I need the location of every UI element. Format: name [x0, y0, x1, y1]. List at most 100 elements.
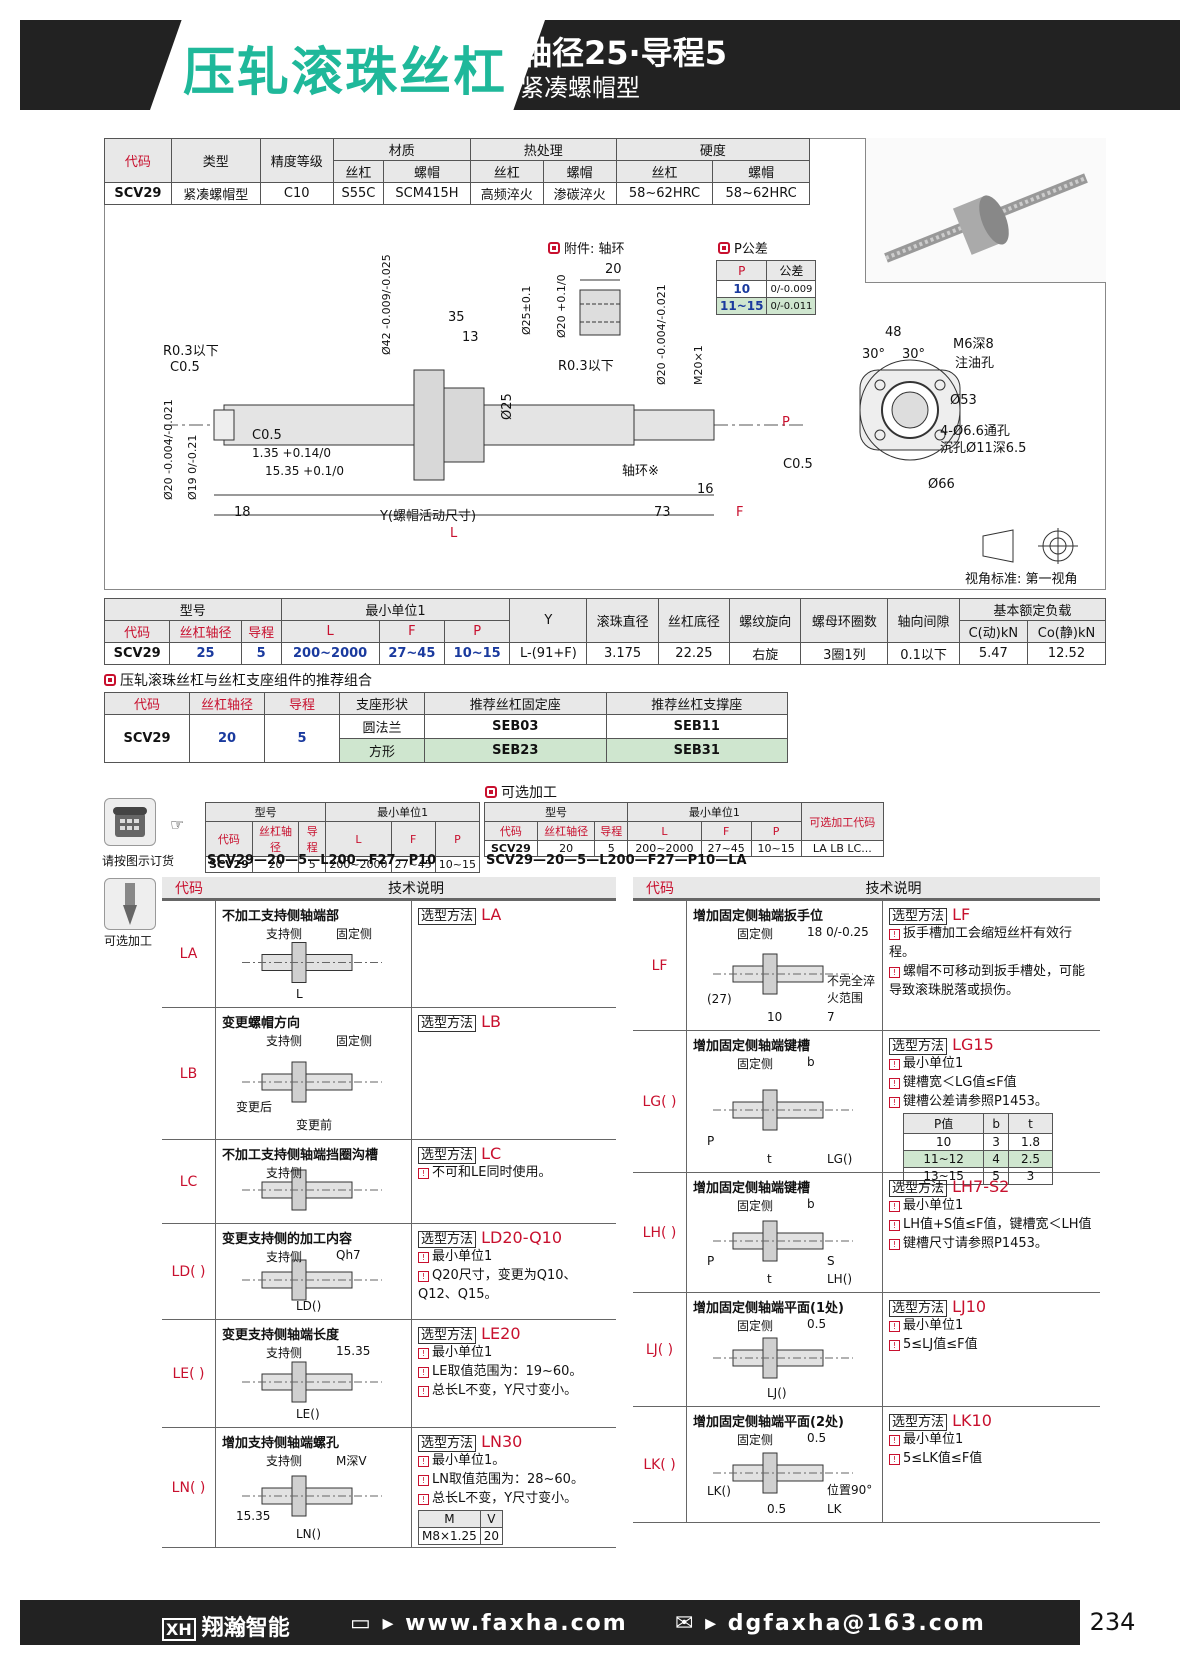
option-note: !键槽宽＜LG值≤F值 — [889, 1073, 1094, 1092]
diagram-label: t — [767, 1272, 772, 1286]
footer-site[interactable]: ▭ ▸ www.faxha.com — [350, 1611, 628, 1636]
shaft-diagram-icon — [713, 1452, 853, 1494]
option-diagram: 变更螺帽方向支持侧固定侧变更前变更后 — [216, 1008, 412, 1139]
combo-cell: SEB31 — [605, 738, 788, 763]
monitor-icon: ▭ — [350, 1611, 373, 1636]
order2-cell: 10~15 — [750, 840, 802, 857]
diagram-label: LE() — [296, 1407, 320, 1421]
option-note: !扳手槽加工会缩短丝杆有效行程。 — [889, 924, 1094, 962]
combo-cell: 方形 — [339, 738, 425, 763]
note-bullet-icon: ! — [889, 1059, 900, 1070]
order2-cell: 200~2000 — [627, 840, 702, 857]
main-sub: P — [444, 620, 511, 643]
order2-cell: LA LB LC... — [800, 840, 885, 857]
diagram-label: P — [707, 1134, 715, 1148]
option-note: !5≤LK值≤F值 — [889, 1449, 1094, 1468]
main-cell: 22.25 — [657, 642, 731, 665]
main-sub: Co(静)kN — [1026, 620, 1107, 643]
dim-r03-left: R0.3以下 — [163, 344, 219, 359]
order-example-1: SCV29—20—5—L200—F27—P10 — [207, 853, 437, 868]
projection-symbol-icon — [982, 528, 1078, 564]
option-code: LG( ) — [633, 1031, 687, 1172]
order2-head: 型号 — [483, 802, 629, 822]
combo-head: 推荐丝杠固定座 — [424, 692, 607, 715]
combo-title-text: 压轧滚珠丝杠与丝杠支座组件的推荐组合 — [120, 673, 372, 689]
main-cell: 右旋 — [729, 642, 802, 665]
footer-bar — [20, 1600, 1080, 1645]
opt-head-desc: 技术说明 — [865, 881, 922, 897]
pt-cell: 1.8 — [1007, 1133, 1054, 1151]
option-note-text: 螺帽不可移动到扳手槽处，可能导致滚珠脱落或损伤。 — [889, 964, 1086, 998]
telephone-icon — [113, 807, 147, 837]
order-cell: SCV29 — [205, 856, 253, 873]
dim-135: 1.35 +0.14/0 — [252, 446, 331, 460]
spec-sub: 螺帽 — [383, 160, 471, 183]
option-note-text: 键槽公差请参照P1453。 — [903, 1094, 1048, 1109]
main-cell: SCV29 — [103, 642, 171, 665]
opt-head-code: 代码 — [646, 881, 674, 897]
t2-title: 可选加工 — [485, 782, 557, 802]
option-note-text: 5≤LJ值≤F值 — [903, 1337, 978, 1352]
main-head: 螺纹旋向 — [729, 598, 802, 643]
option-note-text: 总长L不变，Y尺寸变小。 — [432, 1383, 578, 1398]
option-note: !最小单位1 — [889, 1430, 1094, 1449]
combo-code: SCV29 — [104, 714, 190, 763]
option-note: !Q20尺寸，变更为Q10、Q12、Q15。 — [418, 1266, 610, 1304]
bullet-icon — [548, 242, 560, 254]
diagram-label: 7 — [827, 1010, 835, 1024]
select-method-code: LF — [952, 905, 971, 924]
option-note-text: 键槽宽＜LG值≤F值 — [903, 1075, 1017, 1090]
spec-head-grade: 精度等级 — [259, 138, 334, 183]
ptol-title-text: P公差 — [734, 242, 768, 257]
pt-head: t — [1007, 1113, 1054, 1134]
diagram-label: LH() — [827, 1272, 853, 1286]
select-method-label: 选型方法 — [889, 1414, 948, 1431]
note-bullet-icon: ! — [889, 1220, 900, 1231]
footer-mail-text[interactable]: ▸ dgfaxha@163.com — [705, 1611, 986, 1636]
ptol-cell: 0/-0.009 — [766, 280, 817, 298]
diagram-label: 不完全淬火范围 — [827, 974, 876, 1005]
option-desc: 选型方法 LB — [412, 1008, 616, 1139]
option-desc: 选型方法 LE20!最小单位1!LE取值范围为：19~60。!总长L不变，Y尺寸… — [412, 1320, 616, 1427]
note-bullet-icon: ! — [418, 1494, 429, 1505]
opt-head-desc: 技术说明 — [388, 881, 444, 897]
spec-head-heat: 热处理 — [469, 138, 617, 161]
option-code: LC — [162, 1140, 216, 1223]
hand-pointer-icon: ☞ — [170, 815, 185, 834]
footer-mail[interactable]: ✉ ▸ dgfaxha@163.com — [675, 1611, 986, 1636]
dim-l: L — [450, 526, 458, 541]
main-cell: 5 — [240, 642, 282, 665]
note-bullet-icon: ! — [889, 967, 900, 978]
note-bullet-icon: ! — [418, 1456, 429, 1467]
spec-cell: 高频淬火 — [469, 182, 544, 205]
option-note-text: 最小单位1 — [903, 1056, 964, 1071]
spec-head-hardness: 硬度 — [615, 138, 811, 161]
option-note-text: LN取值范围为：28~60。 — [432, 1472, 584, 1487]
dim-30b: 30° — [902, 347, 926, 362]
spec-cell: 58~62HRC — [712, 182, 810, 205]
option-note: !总长L不变，Y尺寸变小。 — [418, 1381, 610, 1400]
note-bullet-icon: ! — [889, 1340, 900, 1351]
footer-site-text[interactable]: ▸ www.faxha.com — [382, 1611, 628, 1636]
diagram-label: 变更前 — [296, 1118, 333, 1132]
note-bullet-icon: ! — [418, 1367, 429, 1378]
options-caption: 可选加工 — [104, 934, 153, 948]
diagram-label: 固定侧 — [336, 1034, 373, 1048]
dim-73: 73 — [654, 505, 671, 520]
order2-sub: 导程 — [594, 821, 629, 841]
pt-cell: 13~15 — [902, 1167, 985, 1185]
collar-title-text: 附件: 轴环 — [564, 242, 625, 257]
combo-table: 代码 丝杠轴径 导程 支座形状 推荐丝杠固定座 推荐丝杠支撑座 SCV29 20… — [104, 692, 788, 763]
ball-screw-photo-icon — [884, 173, 1088, 263]
shaft-diagram-icon — [713, 953, 853, 995]
phone-icon — [104, 798, 156, 846]
